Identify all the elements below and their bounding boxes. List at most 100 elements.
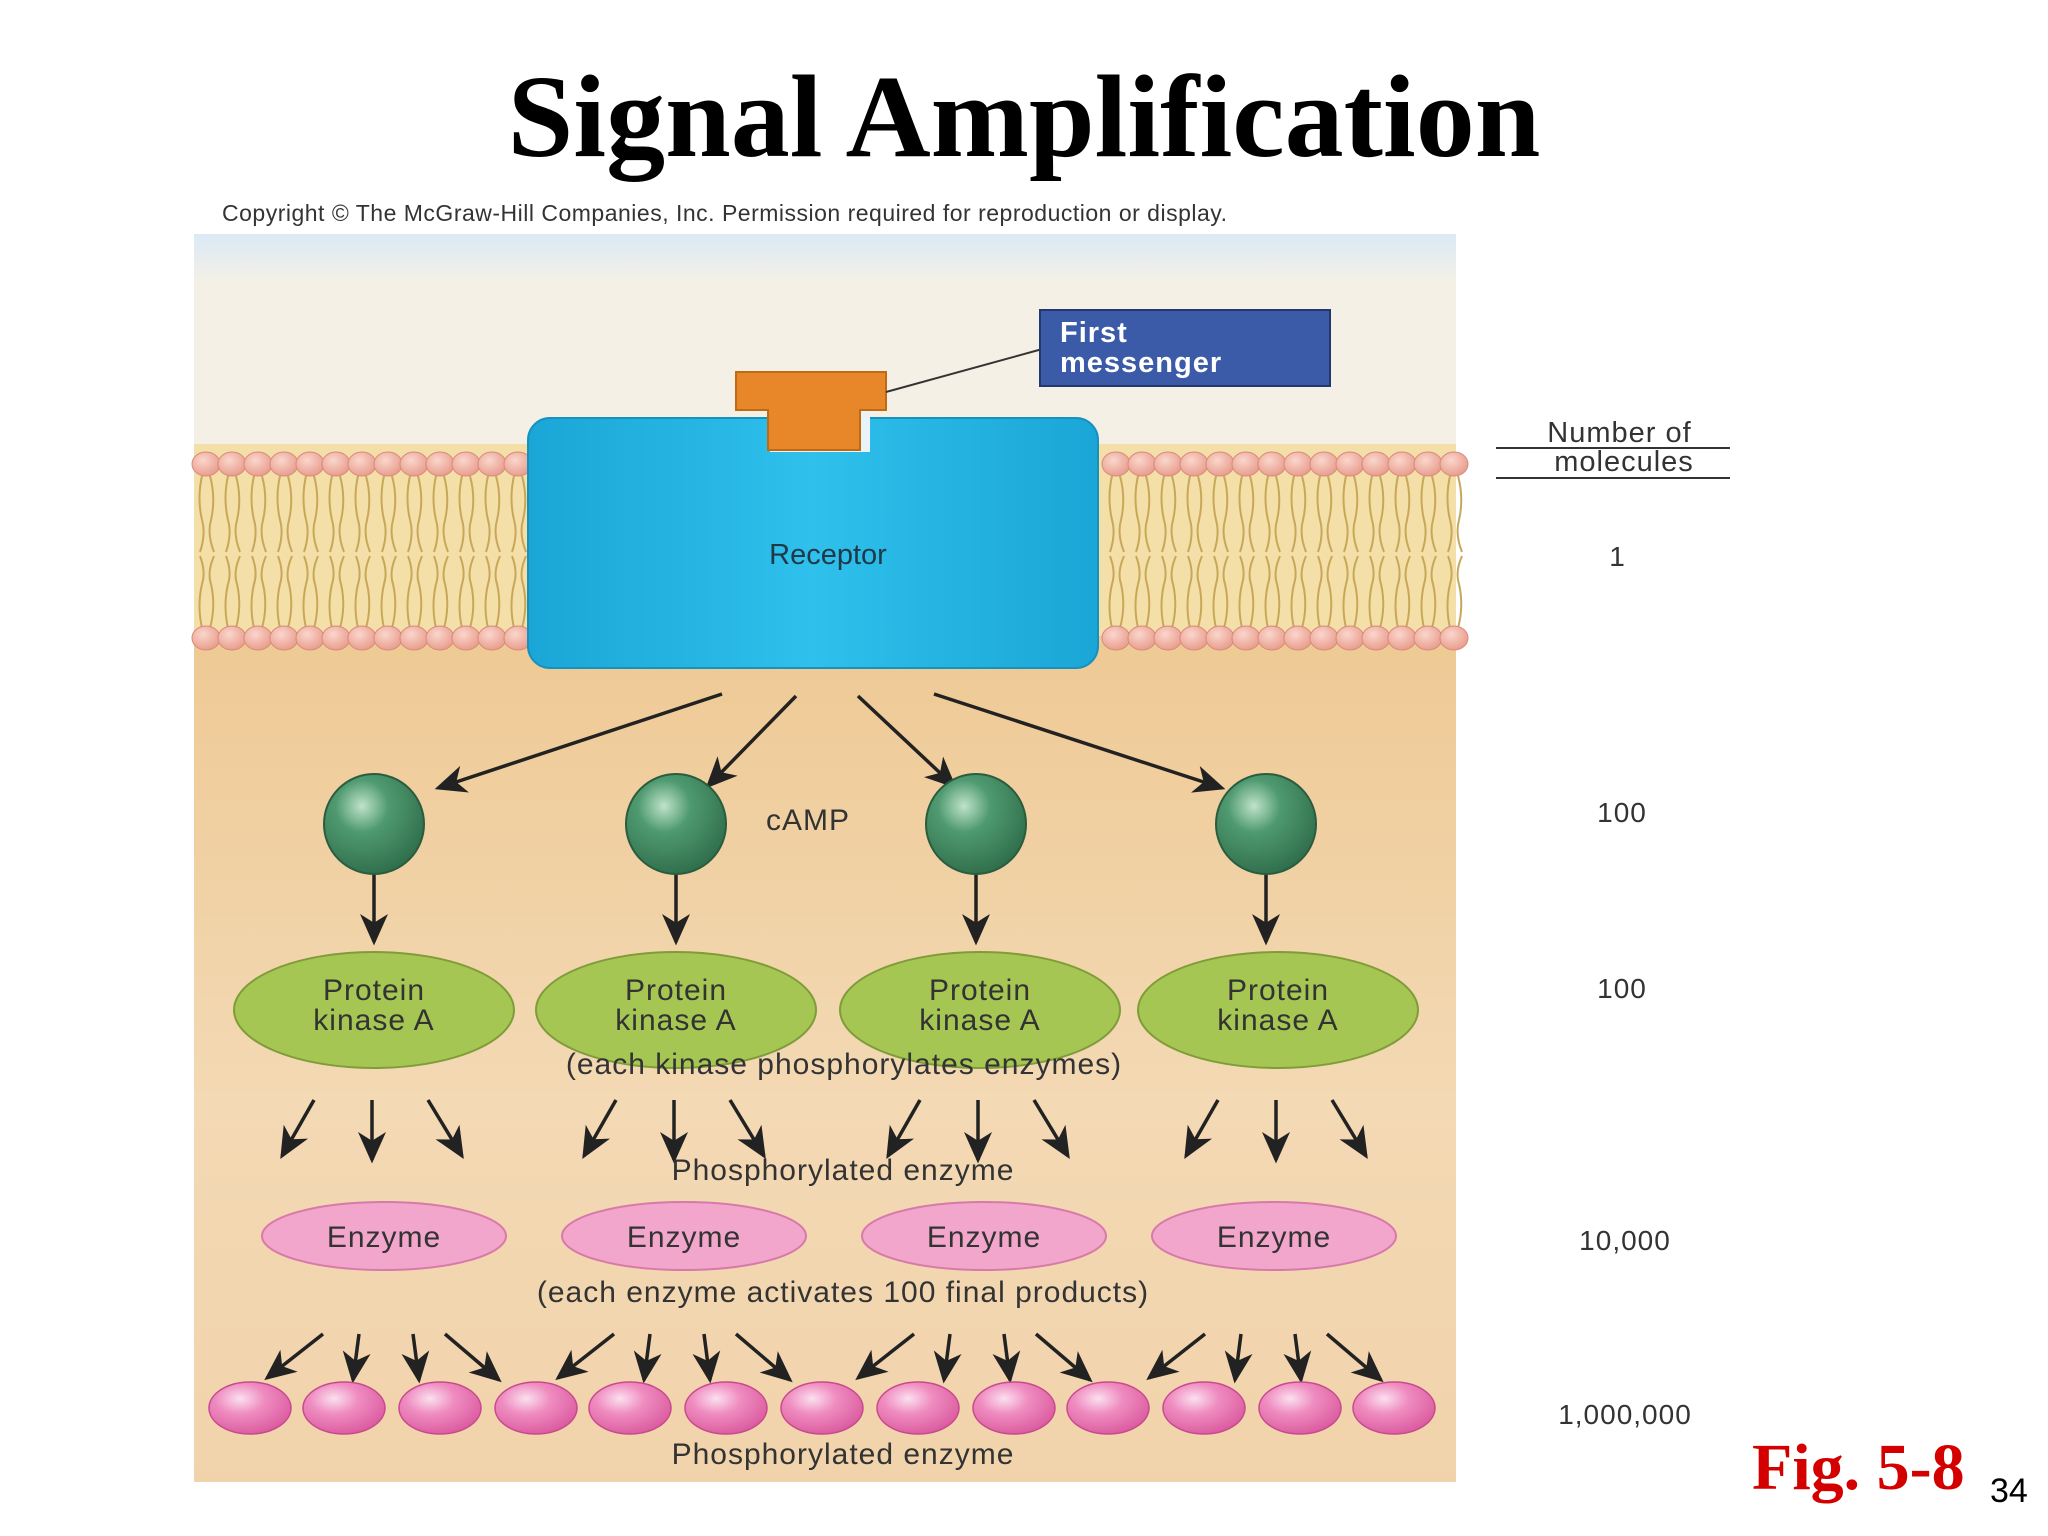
lipid-tail — [1118, 555, 1125, 629]
lipid-head — [425, 625, 455, 651]
arrow — [555, 1332, 616, 1381]
arrow — [443, 1332, 502, 1383]
arrow — [1184, 1099, 1220, 1160]
protein-kinase-a — [535, 951, 817, 1069]
lipid-tail — [1274, 555, 1281, 629]
lipid-tail — [1144, 475, 1151, 553]
lipid-head — [1257, 625, 1287, 651]
lipid-tail — [390, 555, 397, 629]
lipid-tail — [416, 555, 423, 629]
lipid-tail — [468, 475, 475, 553]
lipid-tail — [1212, 475, 1219, 553]
lipid-head — [1205, 451, 1235, 477]
final-product — [876, 1381, 960, 1435]
lipid-head — [1101, 451, 1131, 477]
arrow — [1283, 1333, 1312, 1384]
lipid-tail — [1316, 555, 1323, 629]
enzyme — [861, 1201, 1107, 1271]
lipid-tail — [510, 555, 517, 629]
camp-molecule — [323, 773, 425, 875]
lipid-head — [1309, 451, 1339, 477]
lipid-tail — [1196, 475, 1203, 553]
lipid-head — [477, 625, 507, 651]
lipid-tail — [1238, 555, 1245, 629]
lipid-head — [451, 625, 481, 651]
count-enzyme: 10,000 — [1579, 1225, 1671, 1256]
lipid-tail — [260, 475, 267, 553]
final-product — [1162, 1381, 1246, 1435]
lipid-tail — [380, 475, 387, 553]
receptor-label: Receptor — [769, 539, 887, 571]
lipid-head — [451, 451, 481, 477]
enzyme-label: Enzyme — [627, 1221, 741, 1254]
count-camp: 100 — [1597, 797, 1647, 828]
arrow — [886, 1099, 922, 1160]
lipid-tail — [1368, 475, 1375, 553]
lipid-tail — [432, 555, 439, 629]
lipid-tail — [1378, 475, 1385, 553]
lipid-tail — [328, 555, 335, 629]
lipid-tail — [198, 555, 205, 629]
page-number: 34 — [1990, 1472, 2028, 1510]
lipid-tail — [1238, 475, 1245, 553]
lipid-head — [1231, 625, 1261, 651]
lipid-heads — [191, 451, 1469, 651]
lipid-tail — [354, 555, 361, 629]
lipid-tail — [1394, 555, 1401, 629]
lipid-tail — [234, 555, 241, 629]
first-messenger-pointer — [885, 347, 1047, 393]
lipid-tail — [302, 555, 309, 629]
first-messenger-box — [1039, 309, 1331, 387]
lipid-head — [425, 451, 455, 477]
lipid-tail — [1290, 475, 1297, 553]
lipid-tail — [250, 475, 257, 553]
lipid-tail — [208, 555, 215, 629]
lipid-tail — [260, 555, 267, 629]
lipid-tail — [338, 555, 345, 629]
lipid-head — [1179, 625, 1209, 651]
lipid-head — [399, 625, 429, 651]
lipid-head — [347, 451, 377, 477]
lipid-tail — [276, 555, 283, 629]
lipid-tail — [1326, 555, 1333, 629]
lipid-tail — [1394, 475, 1401, 553]
lipid-head — [295, 451, 325, 477]
arrow — [933, 1333, 962, 1384]
lipid-tail — [312, 555, 319, 629]
final-product — [780, 1381, 864, 1435]
lipid-tail — [286, 475, 293, 553]
enzyme-label: Enzyme — [927, 1221, 1041, 1254]
lipid-tail — [312, 475, 319, 553]
lipid-head — [1179, 451, 1209, 477]
arrow — [633, 1333, 662, 1384]
protein-kinase-a — [233, 951, 515, 1069]
lipid-tail — [354, 475, 361, 553]
lipid-tail — [1404, 475, 1411, 553]
lipid-tail — [406, 475, 413, 553]
lipid-tail — [1342, 475, 1349, 553]
figure-label: Fig. 5-8 — [1752, 1431, 1965, 1504]
lipid-tail — [432, 475, 439, 553]
arrow — [992, 1333, 1021, 1384]
camp-molecule — [925, 773, 1027, 875]
lipid-head — [1231, 451, 1261, 477]
lipid-head — [1361, 451, 1391, 477]
lipid-head — [1439, 451, 1469, 477]
enzyme — [561, 1201, 807, 1271]
lipid-head — [1153, 451, 1183, 477]
lipid-tail — [276, 475, 283, 553]
lipid-tail — [494, 475, 501, 553]
lipid-tail — [1420, 475, 1427, 553]
lipid-tail — [302, 475, 309, 553]
count-header: Number of molecules — [1547, 417, 1700, 478]
lipid-tail — [1430, 475, 1437, 553]
lipid-tail — [1186, 555, 1193, 629]
arrow — [855, 1332, 916, 1381]
lipid-tail — [1108, 555, 1115, 629]
final-product — [398, 1381, 482, 1435]
lipid-tail — [1290, 555, 1297, 629]
lipid-tail — [510, 475, 517, 553]
final-product — [1066, 1381, 1150, 1435]
arrow — [692, 1333, 721, 1384]
lipid-head — [191, 625, 221, 651]
